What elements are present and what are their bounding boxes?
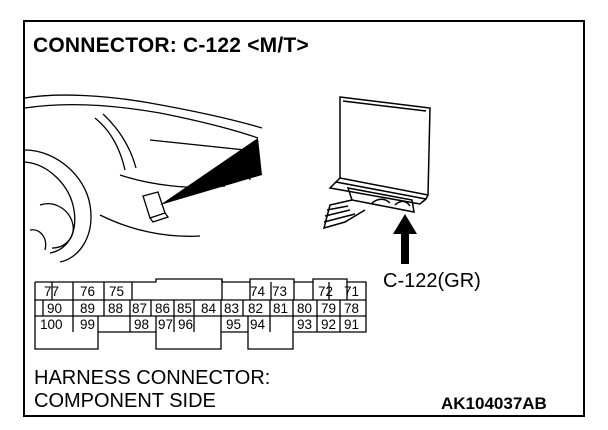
- footer-harness-label: HARNESS CONNECTOR:: [34, 367, 271, 389]
- pin-82: 82: [248, 301, 264, 316]
- pin-71: 71: [344, 284, 360, 299]
- pin-86: 86: [155, 301, 171, 316]
- pin-98: 98: [134, 317, 150, 332]
- pin-93: 93: [297, 317, 313, 332]
- pin-77: 77: [44, 284, 60, 299]
- pin-95: 95: [226, 317, 242, 332]
- pin-100: 100: [40, 317, 63, 332]
- pin-74: 74: [250, 284, 266, 299]
- dashboard-illustration: [24, 94, 263, 263]
- diagram-frame: [23, 20, 585, 417]
- connector-grid: [34, 278, 367, 350]
- pin-79: 79: [321, 301, 337, 316]
- module-illustration: [322, 96, 431, 230]
- pin-88: 88: [108, 301, 124, 316]
- pin-84: 84: [201, 301, 217, 316]
- pin-96: 96: [178, 317, 194, 332]
- pin-90: 90: [47, 301, 63, 316]
- pointer-wedge: [160, 138, 262, 205]
- pin-85: 85: [177, 301, 193, 316]
- pin-99: 99: [80, 317, 96, 332]
- pin-73: 73: [272, 284, 288, 299]
- pin-81: 81: [273, 301, 289, 316]
- pin-72: 72: [318, 284, 334, 299]
- pin-87: 87: [132, 301, 148, 316]
- pin-89: 89: [80, 301, 96, 316]
- pin-97: 97: [158, 317, 174, 332]
- pin-91: 91: [344, 317, 360, 332]
- pin-75: 75: [109, 284, 125, 299]
- connector-label: C-122(GR): [383, 270, 481, 292]
- figure-code: AK104037AB: [441, 394, 547, 413]
- footer-side-label: COMPONENT SIDE: [34, 390, 216, 412]
- connector-title: CONNECTOR: C-122 <M/T>: [33, 34, 309, 57]
- pin-76: 76: [80, 284, 96, 299]
- pin-78: 78: [344, 301, 360, 316]
- pin-94: 94: [250, 317, 266, 332]
- up-arrow-icon: [393, 214, 417, 264]
- pin-80: 80: [297, 301, 313, 316]
- pin-92: 92: [321, 317, 337, 332]
- pin-83: 83: [224, 301, 240, 316]
